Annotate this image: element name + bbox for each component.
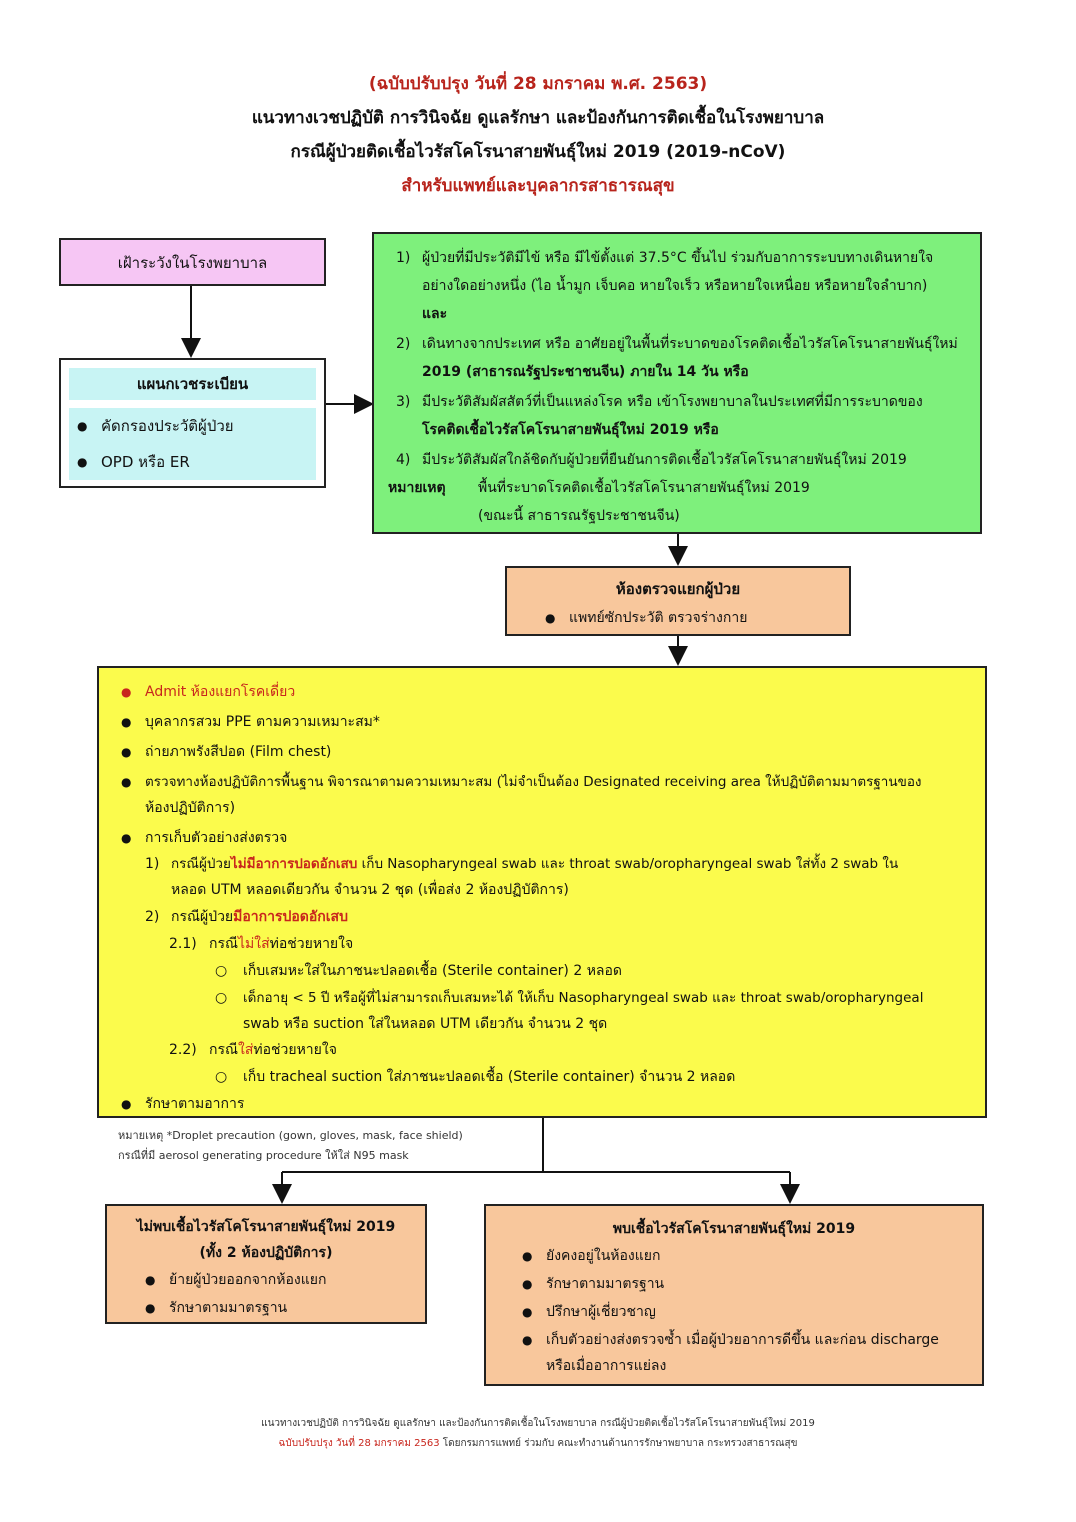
page-title-line1: แนวทางเวชปฏิบัติ การวินิจฉัย ดูแลรักษา แ…	[251, 108, 825, 128]
case2-highlight: มีอาการปอดอักเสบ	[233, 909, 348, 925]
registration-box: แผนกเวชระเบียน คัดกรองประวัติผู้ป่วย OPD…	[59, 358, 326, 488]
case22-prefix: กรณี	[209, 1042, 238, 1058]
criteria-num: 3)	[396, 394, 411, 410]
negative-item: ย้ายผู้ป่วยออกจากห้องแยก	[145, 1266, 327, 1294]
case22-highlight: ใส่	[237, 1042, 254, 1058]
case21-item2-line1: เด็กอายุ < 5 ปี หรือผู้ที่ไม่สามารถเก็บเ…	[215, 984, 923, 1012]
negative-result-box: ไม่พบเชื้อไวรัสโคโรนาสายพันธุ์ใหม่ 2019 …	[105, 1204, 427, 1324]
case22-rest: ท่อช่วยหายใจ	[253, 1042, 337, 1058]
case1-highlight: ไม่มีอาการปอดอักเสบ	[230, 856, 358, 872]
criteria-note-line2: (ขณะนี้ สาธารณรัฐประชาชนจีน)	[478, 508, 680, 524]
case22-num: 2.2)	[169, 1042, 197, 1058]
criteria-box: 1) ผู้ป่วยที่มีประวัติมีไข้ หรือ มีไข้ตั…	[372, 232, 982, 534]
admit-item: Admit ห้องแยกโรคเดี่ยว	[121, 678, 295, 706]
positive-item-line2: หรือเมื่ออาการแย่ลง	[546, 1358, 667, 1374]
admit-box: Admit ห้องแยกโรคเดี่ยว บุคลากรสวม PPE ตา…	[97, 666, 987, 1118]
case21-line: กรณีไม่ใส่ท่อช่วยหายใจ	[209, 930, 353, 958]
criteria-2-line2: 2019 (สาธารณรัฐประชาชนจีน) ภายใน 14 วัน …	[422, 364, 749, 380]
case1-rest: เก็บ Nasopharyngeal swab และ throat swab…	[357, 856, 899, 872]
criteria-1-line2: อย่างใดอย่างหนึ่ง (ไอ น้ำมูก เจ็บคอ หายใ…	[422, 278, 928, 294]
negative-title-line1: ไม่พบเชื้อไวรัสโคโรนาสายพันธุ์ใหม่ 2019	[136, 1219, 396, 1235]
case21-highlight: ไม่ใส่	[237, 936, 270, 952]
criteria-num: 4)	[396, 452, 411, 468]
surveillance-box: เฝ้าระวังในโรงพยาบาล	[59, 238, 326, 286]
criteria-num: 2)	[396, 336, 411, 352]
case21-item1: เก็บเสมหะใส่ในภาชนะปลอดเชื้อ (Sterile co…	[215, 957, 622, 985]
surveillance-label: เฝ้าระวังในโรงพยาบาล	[117, 254, 268, 272]
xray-item: ถ่ายภาพรังสีปอด (Film chest)	[121, 738, 331, 766]
criteria-4-line1: มีประวัติสัมผัสใกล้ชิดกับผู้ป่วยที่ยืนยั…	[422, 452, 907, 468]
case1-num: 1)	[145, 856, 160, 872]
ppe-item: บุคลากรสวม PPE ตามความเหมาะสม*	[121, 708, 380, 736]
page-footer-line2: ฉบับปรับปรุง วันที่ 28 มกราคม 2563 โดยกร…	[0, 1436, 1076, 1451]
audience-subtitle: สำหรับแพทย์และบุคลากรสาธารณสุข	[401, 176, 675, 196]
case2-prefix: กรณีผู้ป่วย	[171, 909, 234, 925]
lab-item-line1: ตรวจทางห้องปฏิบัติการพื้นฐาน พิจารณาตามค…	[121, 768, 922, 796]
criteria-3-line1: มีประวัติสัมผัสสัตว์ที่เป็นแหล่งโรค หรือ…	[422, 394, 923, 410]
lab-item-line2: ห้องปฏิบัติการ)	[145, 800, 236, 816]
page-footer-line1: แนวทางเวชปฏิบัติ การวินิจฉัย ดูแลรักษา แ…	[261, 1418, 815, 1429]
ppe-footnote-line2: กรณีที่มี aerosol generating procedure ใ…	[118, 1149, 409, 1162]
case21-rest: ท่อช่วยหายใจ	[269, 936, 354, 952]
case21-num: 2.1)	[169, 936, 197, 952]
case1-prefix: กรณีผู้ป่วย	[171, 856, 231, 872]
positive-item-line1: เก็บตัวอย่างส่งตรวจซ้ำ เมื่อผู้ป่วยอาการ…	[522, 1326, 939, 1354]
positive-item: ยังคงอยู่ในห้องแยก	[522, 1242, 661, 1270]
case2-num: 2)	[145, 909, 160, 925]
registration-item: OPD หรือ ER	[77, 448, 190, 476]
isolation-exam-title: ห้องตรวจแยกผู้ป่วย	[615, 580, 741, 598]
page-footer-revision: ฉบับปรับปรุง วันที่ 28 มกราคม 2563	[278, 1438, 440, 1449]
negative-item: รักษาตามมาตรฐาน	[145, 1294, 287, 1322]
specimen-item: การเก็บตัวอย่างส่งตรวจ	[121, 824, 287, 852]
registration-title-band: แผนกเวชระเบียน	[69, 368, 316, 400]
case22-item1: เก็บ tracheal suction ใส่ภาชนะปลอดเชื้อ …	[215, 1063, 735, 1091]
criteria-note-line1: พื้นที่ระบาดโรคติดเชื้อไวรัสโคโรนาสายพัน…	[478, 480, 810, 496]
ppe-footnote-line1: หมายเหตุ *Droplet precaution (gown, glov…	[118, 1129, 463, 1142]
positive-title: พบเชื้อไวรัสโคโรนาสายพันธุ์ใหม่ 2019	[612, 1221, 856, 1237]
case21-prefix: กรณี	[209, 936, 238, 952]
criteria-2-line1: เดินทางจากประเทศ หรือ อาศัยอยู่ในพื้นที่…	[422, 336, 958, 352]
criteria-num: 1)	[396, 250, 411, 266]
positive-result-box: พบเชื้อไวรัสโคโรนาสายพันธุ์ใหม่ 2019 ยัง…	[484, 1204, 984, 1386]
case1-line2: หลอด UTM หลอดเดียวกัน จำนวน 2 ชุด (เพื่อ…	[171, 882, 569, 898]
criteria-1-line1: ผู้ป่วยที่มีประวัติมีไข้ หรือ มีไข้ตั้งแ…	[422, 250, 934, 266]
case22-line: กรณีใส่ท่อช่วยหายใจ	[209, 1036, 337, 1064]
positive-item: รักษาตามมาตรฐาน	[522, 1270, 664, 1298]
registration-items-band: คัดกรองประวัติผู้ป่วย OPD หรือ ER	[69, 408, 316, 480]
negative-title-line2: (ทั้ง 2 ห้องปฏิบัติการ)	[199, 1245, 333, 1261]
isolation-exam-item: แพทย์ซักประวัติ ตรวจร่างกาย	[545, 604, 747, 632]
page-footer-credit: โดยกรมการแพทย์ ร่วมกับ คณะทำงานด้านการรั…	[439, 1438, 798, 1449]
registration-title: แผนกเวชระเบียน	[136, 375, 249, 393]
case2-line: กรณีผู้ป่วยมีอาการปอดอักเสบ	[171, 903, 348, 931]
case1-line1: กรณีผู้ป่วยไม่มีอาการปอดอักเสบ เก็บ Naso…	[171, 850, 898, 878]
case21-item2-line2: swab หรือ suction ใส่ในหลอด UTM เดียวกัน…	[243, 1016, 608, 1032]
symptomatic-item: รักษาตามอาการ	[121, 1090, 245, 1118]
criteria-3-line2: โรคติดเชื้อไวรัสโคโรนาสายพันธุ์ใหม่ 2019…	[422, 422, 719, 438]
isolation-exam-box: ห้องตรวจแยกผู้ป่วย แพทย์ซักประวัติ ตรวจร…	[505, 566, 851, 636]
revision-date: (ฉบับปรับปรุง วันที่ 28 มกราคม พ.ศ. 2563…	[368, 74, 708, 94]
criteria-1-and: และ	[422, 306, 448, 322]
registration-item: คัดกรองประวัติผู้ป่วย	[77, 412, 234, 440]
positive-item: ปรึกษาผู้เชี่ยวชาญ	[522, 1298, 656, 1326]
page-title-line2: กรณีผู้ป่วยติดเชื้อไวรัสโคโรนาสายพันธุ์ใ…	[290, 142, 786, 162]
criteria-note-label: หมายเหตุ	[388, 480, 446, 496]
